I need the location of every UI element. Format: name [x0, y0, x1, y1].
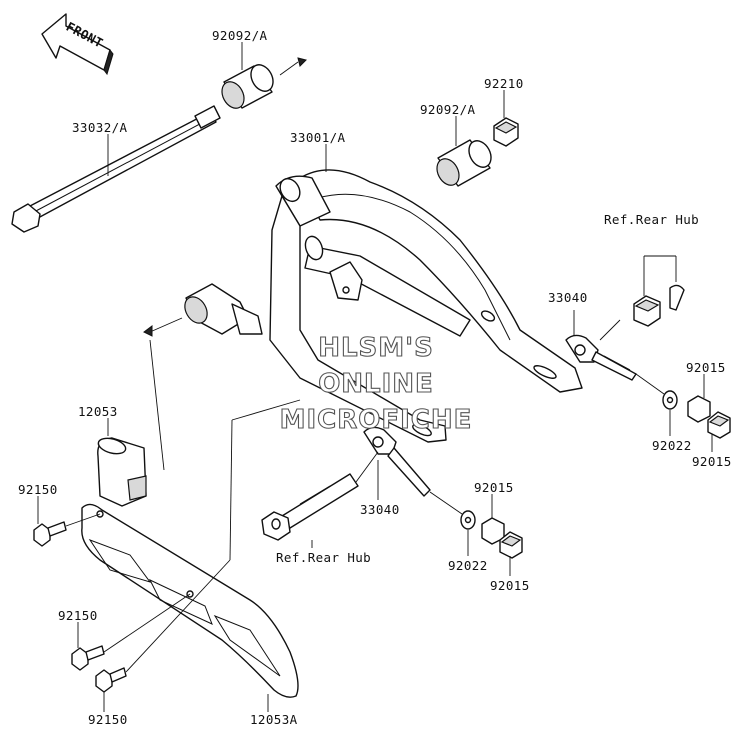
label-92210: 92210: [484, 76, 524, 91]
washer-92022-right: [662, 390, 678, 410]
nut-92015-lower-2: [499, 531, 523, 559]
label-12053a: 12053A: [250, 712, 298, 727]
rear-axle-lower: [261, 473, 359, 541]
label-92015-right-2: 92015: [692, 454, 732, 469]
swingarm-axle: [11, 105, 221, 233]
chain-adjuster-lower: [363, 426, 431, 497]
label-33001a: 33001/A: [290, 130, 346, 145]
lower-pivot-tube: [143, 283, 263, 337]
watermark: HLSM'S ONLINE MICROFICHE: [279, 332, 473, 435]
leader-lines: [37, 42, 713, 712]
chain-guide-12053: [97, 437, 147, 507]
watermark-line-3: MICROFICHE: [280, 405, 473, 435]
bushing-mid: [436, 139, 492, 187]
label-92150-mid: 92150: [58, 608, 98, 623]
label-33032a: 33032/A: [72, 120, 128, 135]
label-33040-lower: 33040: [360, 502, 400, 517]
label-92015-right-1: 92015: [686, 360, 726, 375]
bolt-92150-mid: [71, 645, 105, 671]
nut-92015-right-2: [707, 411, 731, 439]
label-92022-right: 92022: [652, 438, 692, 453]
part-labels: 92092/A 33032/A 92210 92092/A 33001/A Re…: [18, 28, 732, 727]
nut-92210: [493, 117, 519, 147]
label-92092a-mid: 92092/A: [420, 102, 476, 117]
label-92150-bottom: 92150: [88, 712, 128, 727]
watermark-line-1: HLSM'S: [318, 333, 434, 363]
label-33040-right: 33040: [548, 290, 588, 305]
watermark-line-2: ONLINE: [318, 369, 434, 399]
label-ref-rear-hub-top: Ref.Rear Hub: [604, 212, 699, 227]
bushing-top: [221, 57, 307, 109]
axle-nut-right: [633, 284, 685, 327]
label-ref-rear-hub-bottom: Ref.Rear Hub: [276, 550, 371, 565]
bolt-92150-bottom: [95, 667, 127, 693]
bolt-92150-top: [33, 521, 67, 547]
chain-adjuster-right: [565, 334, 637, 381]
label-92015-lower-1: 92015: [474, 480, 514, 495]
label-92022-lower: 92022: [448, 558, 488, 573]
label-92092a-top: 92092/A: [212, 28, 268, 43]
swingarm: [269, 169, 583, 443]
label-92150-top: 92150: [18, 482, 58, 497]
nut-92015-right-1: [687, 395, 711, 423]
front-arrow: FRONT: [41, 13, 114, 76]
label-92015-lower-2: 92015: [490, 578, 530, 593]
chain-guard-12053a: [81, 503, 299, 698]
washer-92022-lower: [460, 510, 476, 530]
label-12053: 12053: [78, 404, 118, 419]
